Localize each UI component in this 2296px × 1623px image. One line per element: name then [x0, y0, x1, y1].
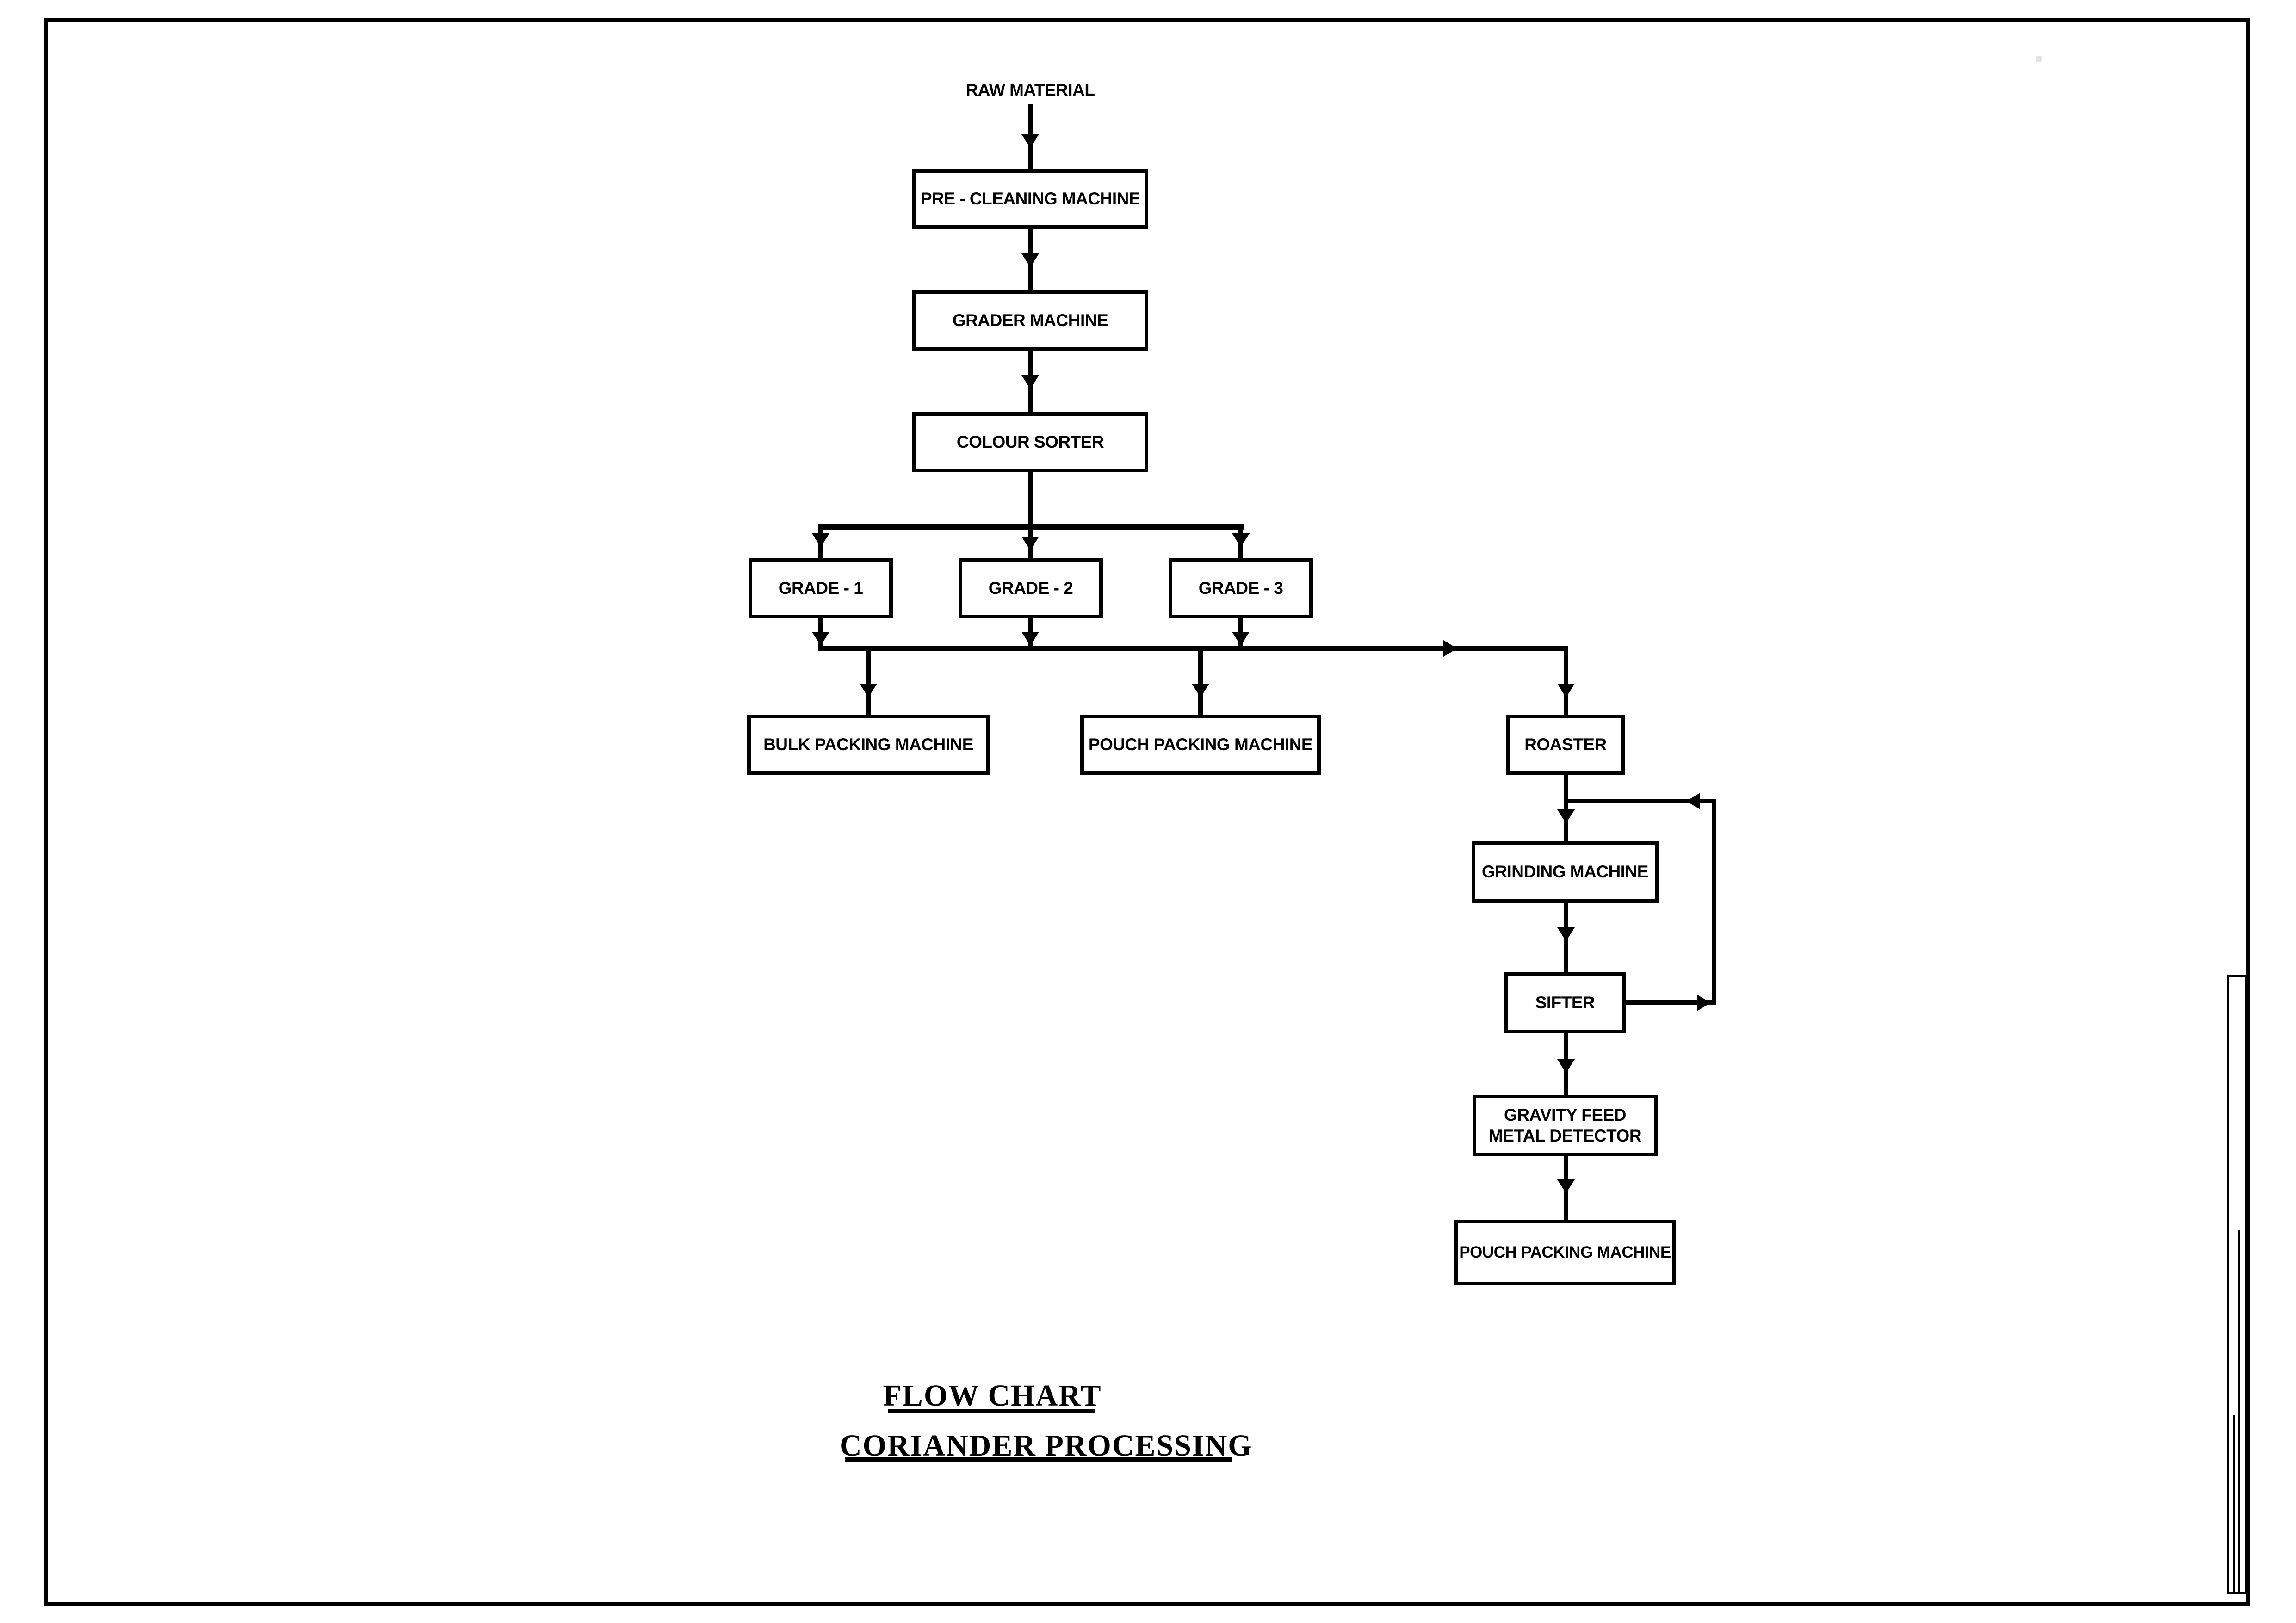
scan-fold-artifact: [2227, 975, 2247, 1594]
node-bulk-packing-machine-label: BULK PACKING MACHINE: [763, 735, 973, 754]
arrowhead-to-pouchfinal: [1557, 1179, 1575, 1193]
arrowhead-grade2-to-collector: [1021, 632, 1039, 646]
arrowhead-to-grade3: [1232, 533, 1250, 547]
edge-collector-to-roaster-line: [1564, 648, 1568, 715]
edge-collector-to-pouchpacking-line: [1198, 648, 1203, 715]
node-colour-sorter-label: COLOUR SORTER: [956, 432, 1104, 451]
node-gravity-feed-line1: GRAVITY FEED: [1504, 1105, 1627, 1125]
node-grinding-machine-label: GRINDING MACHINE: [1482, 862, 1648, 881]
arrowhead-to-gravityfeed: [1557, 1059, 1575, 1073]
branch-line-to-grades: [818, 524, 1244, 530]
arrowhead-grade3-to-collector: [1232, 632, 1250, 646]
arrowhead-to-roaster: [1557, 684, 1575, 697]
sifter-recycle-out-line: [1626, 1000, 1714, 1005]
edge-roaster-to-grinding-line: [1564, 773, 1568, 841]
node-grader-machine-label: GRADER MACHINE: [952, 311, 1108, 330]
node-pre-cleaning-machine: PRE - CLEANING MACHINE: [912, 169, 1148, 229]
node-grade-1: GRADE - 1: [749, 558, 893, 618]
arrowhead-collector-to-right: [1443, 640, 1457, 657]
node-grader-machine: GRADER MACHINE: [912, 290, 1148, 351]
title-flow-chart: FLOW CHART: [883, 1379, 1102, 1413]
node-gravity-feed-metal-detector: GRAVITY FEED METAL DETECTOR: [1473, 1095, 1658, 1156]
arrowhead-to-bulkpacking: [860, 684, 877, 697]
node-sifter: SIFTER: [1504, 972, 1626, 1033]
arrowhead-to-grade1: [812, 533, 829, 547]
node-grinding-machine: GRINDING MACHINE: [1472, 841, 1659, 903]
edge-coloursorter-to-grade2-line: [1028, 472, 1033, 558]
node-bulk-packing-machine: BULK PACKING MACHINE: [747, 715, 990, 775]
arrowhead-sifter-recycle-out: [1697, 994, 1711, 1011]
node-pouch-packing-machine: POUCH PACKING MACHINE: [1080, 715, 1321, 775]
arrowhead-grader-to-coloursorter: [1021, 375, 1039, 389]
node-pouch-packing-machine-final: POUCH PACKING MACHINE: [1454, 1220, 1676, 1285]
node-grade-1-label: GRADE - 1: [778, 579, 863, 598]
node-raw-material: RAW MATERIAL: [915, 79, 1146, 102]
arrowhead-to-pouchpacking: [1192, 684, 1209, 697]
arrowhead-recycle-into-grinding: [1686, 793, 1700, 809]
node-pre-cleaning-machine-label: PRE - CLEANING MACHINE: [920, 189, 1140, 208]
sifter-recycle-top-line: [1564, 799, 1716, 803]
page-border: [44, 18, 2250, 1606]
node-roaster-label: ROASTER: [1524, 735, 1607, 754]
node-pouch-packing-machine-label: POUCH PACKING MACHINE: [1088, 735, 1313, 754]
scan-speck: [2036, 56, 2042, 62]
arrowhead-raw-to-precleaning: [1021, 134, 1039, 148]
arrowhead-grade1-to-collector: [812, 632, 829, 646]
node-roaster: ROASTER: [1506, 715, 1625, 775]
title-coriander-processing: CORIANDER PROCESSING: [840, 1429, 1253, 1463]
node-sifter-label: SIFTER: [1535, 993, 1595, 1012]
node-raw-material-label: RAW MATERIAL: [965, 80, 1095, 99]
node-grade-3: GRADE - 3: [1169, 558, 1313, 618]
arrowhead-to-grade2: [1021, 537, 1039, 550]
title-coriander-processing-underline: [845, 1457, 1232, 1462]
title-flow-chart-underline: [888, 1409, 1095, 1413]
node-grade-3-label: GRADE - 3: [1198, 579, 1283, 598]
scan-fold-artifact-inner-line-2: [2233, 1415, 2235, 1592]
collector-line-from-grades: [818, 646, 1568, 651]
edge-collector-to-bulkpacking-line: [866, 648, 871, 715]
arrowhead-precleaning-to-grader: [1021, 253, 1039, 267]
node-colour-sorter: COLOUR SORTER: [912, 412, 1148, 472]
scan-fold-artifact-inner-line: [2238, 1230, 2240, 1592]
edge-sifter-recycle-vertical-line: [1712, 799, 1716, 1005]
node-grade-2-label: GRADE - 2: [988, 579, 1073, 598]
arrowhead-to-sifter: [1557, 927, 1575, 941]
node-pouch-packing-machine-final-label: POUCH PACKING MACHINE: [1459, 1243, 1671, 1261]
node-gravity-feed-line2: METAL DETECTOR: [1488, 1126, 1642, 1145]
arrowhead-to-grinding: [1557, 809, 1575, 823]
node-grade-2: GRADE - 2: [959, 558, 1103, 618]
